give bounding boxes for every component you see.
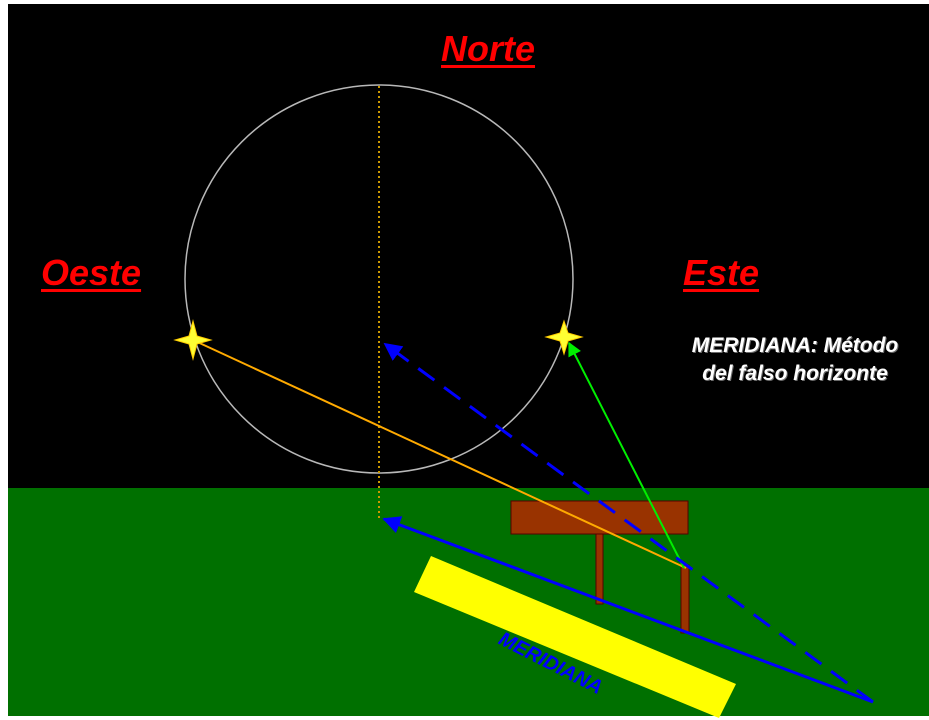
star-circle <box>184 84 574 474</box>
west-star-icon <box>173 319 213 361</box>
method-title-line1: MERIDIANA: Método <box>691 334 899 357</box>
meridian-direction-line <box>382 516 874 704</box>
west-sight-line <box>192 339 687 569</box>
night-sky <box>8 4 929 488</box>
dashed-projection-line <box>383 342 874 704</box>
method-title-line2: del falso horizonte <box>702 362 888 385</box>
method-title: MERIDIANA: Método del falso horizonte <box>660 332 929 388</box>
meridian-bar <box>414 556 736 718</box>
north-label: Norte <box>441 28 536 69</box>
west-label: Oeste <box>41 252 142 293</box>
east-star-icon <box>544 319 584 356</box>
east-label: Este <box>683 252 760 293</box>
table-leg-right <box>680 564 690 634</box>
table-leg-left <box>595 533 604 605</box>
east-sight-line <box>568 341 685 569</box>
